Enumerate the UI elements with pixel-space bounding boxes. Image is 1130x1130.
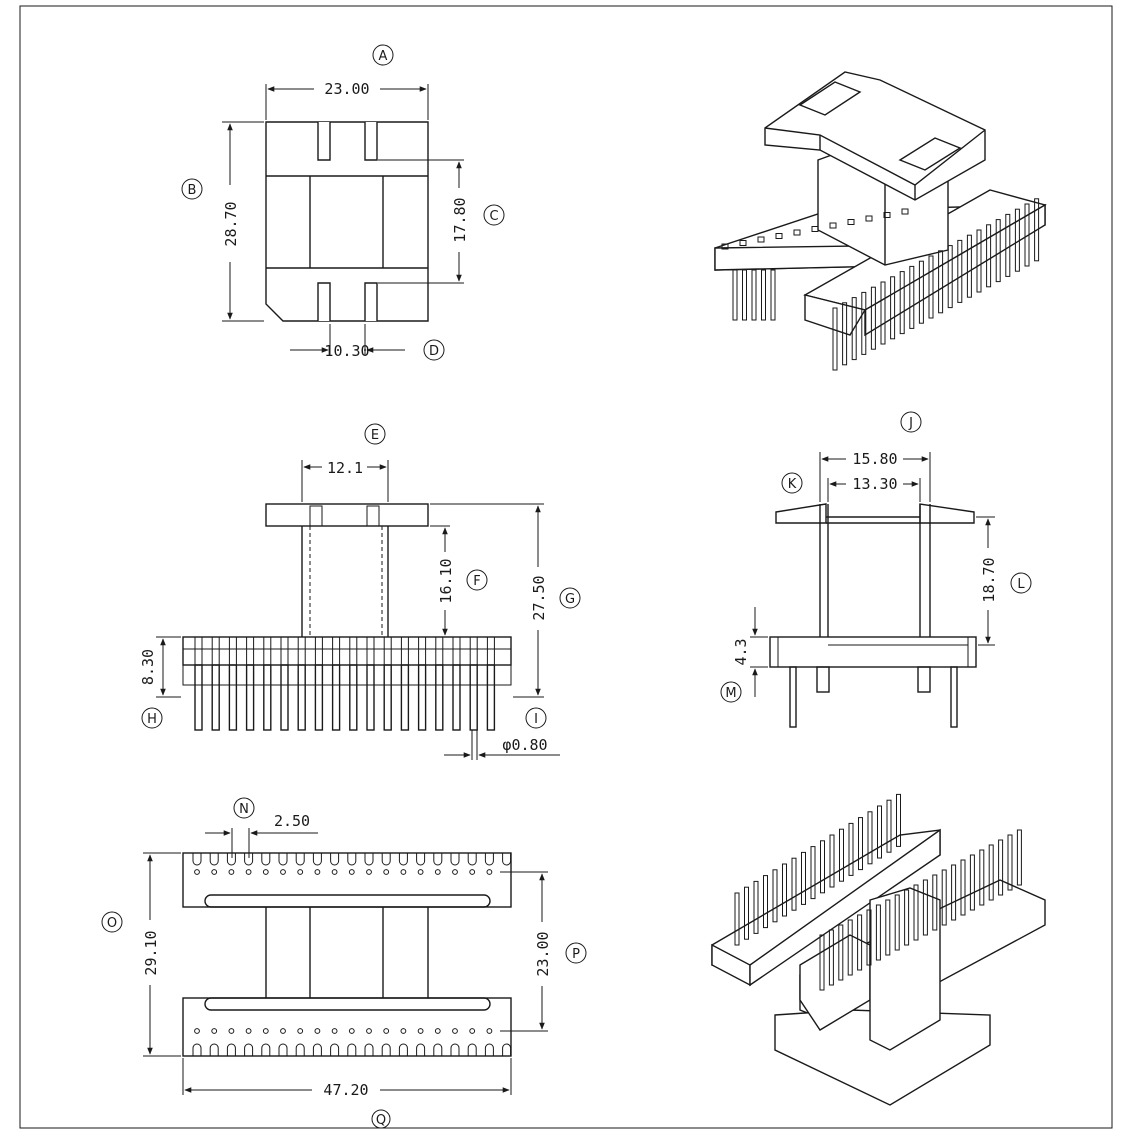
svg-text:N: N [239,802,249,817]
marker-f: F [466,569,488,591]
pin [194,664,203,731]
pin [331,664,341,731]
marker-p: P [565,942,587,964]
pin [263,664,272,731]
pin [245,664,255,731]
svg-text:H: H [147,712,157,727]
front-view [156,460,560,760]
dim-n-value: 2.50 [274,812,310,830]
svg-text:D: D [429,344,439,359]
dim-m-value: 4.3 [732,638,750,665]
pin [417,664,427,731]
dim-o-value: 29.10 [142,930,160,975]
side-view [750,452,995,728]
dim-i-value: φ0.80 [502,736,547,754]
marker-j: J [900,411,922,433]
pin [297,664,306,731]
dim-q-value: 47.20 [323,1081,368,1099]
marker-k: K [781,472,803,494]
dim-e-value: 12.1 [327,459,363,477]
dimension-markers: A B C D E F G H I J K L M N O P Q [101,44,1032,1129]
marker-g: G [559,587,581,609]
svg-text:C: C [489,209,498,224]
marker-l: L [1010,572,1032,594]
marker-m: M [720,681,742,703]
svg-text:L: L [1017,577,1025,592]
pin [314,664,324,731]
marker-c: C [483,204,505,226]
isometric-view-bottom [711,793,1046,1106]
front-pin-group [194,636,496,731]
svg-text:E: E [371,428,379,443]
dim-l-value: 18.70 [980,557,998,602]
marker-h: H [141,707,163,729]
pin [435,664,444,731]
pin [469,664,478,731]
pin [228,664,238,731]
marker-n: N [233,797,255,819]
svg-text:M: M [725,686,736,701]
svg-text:F: F [473,574,480,589]
pin [383,664,392,731]
dim-a-value: 23.00 [324,80,369,98]
top-view [222,84,464,356]
pin [366,664,375,731]
dim-j-value: 15.80 [852,450,897,468]
svg-text:J: J [908,416,913,431]
dim-c-value: 17.80 [451,197,469,242]
marker-a: A [372,44,394,66]
marker-e: E [364,423,386,445]
dim-h-value: 8.30 [139,649,157,685]
pin [349,664,358,731]
pin-slot-group [192,853,512,1056]
dim-g-value: 27.50 [530,575,548,620]
dim-d-value: 10.30 [324,342,369,360]
svg-text:G: G [565,592,575,607]
iso-pin-group [721,198,1040,371]
iso-pin-group-bottom [734,793,1022,991]
svg-text:Q: Q [376,1113,386,1128]
marker-d: D [423,339,445,361]
marker-b: B [181,178,203,200]
pin [280,664,289,731]
pin [486,664,496,731]
dim-b-value: 28.70 [222,201,240,246]
dim-k-value: 13.30 [852,475,897,493]
svg-text:B: B [188,183,197,198]
marker-i: I [525,707,547,729]
pin [211,664,220,731]
svg-text:I: I [534,712,538,727]
svg-text:K: K [788,477,797,492]
svg-text:P: P [572,947,580,962]
svg-text:A: A [379,49,388,64]
marker-o: O [101,911,123,933]
dim-p-value: 23.00 [534,931,552,976]
marker-q: Q [371,1109,391,1129]
svg-text:O: O [107,916,117,931]
dimension-labels: 23.00 28.70 17.80 10.30 12.1 16.10 27.50… [139,80,998,1099]
dim-f-value: 16.10 [437,558,455,603]
bottom-view [143,828,548,1095]
isometric-view-top [714,71,1047,371]
pin [452,664,461,731]
drawing-frame [19,5,1113,1129]
pin [400,664,410,731]
